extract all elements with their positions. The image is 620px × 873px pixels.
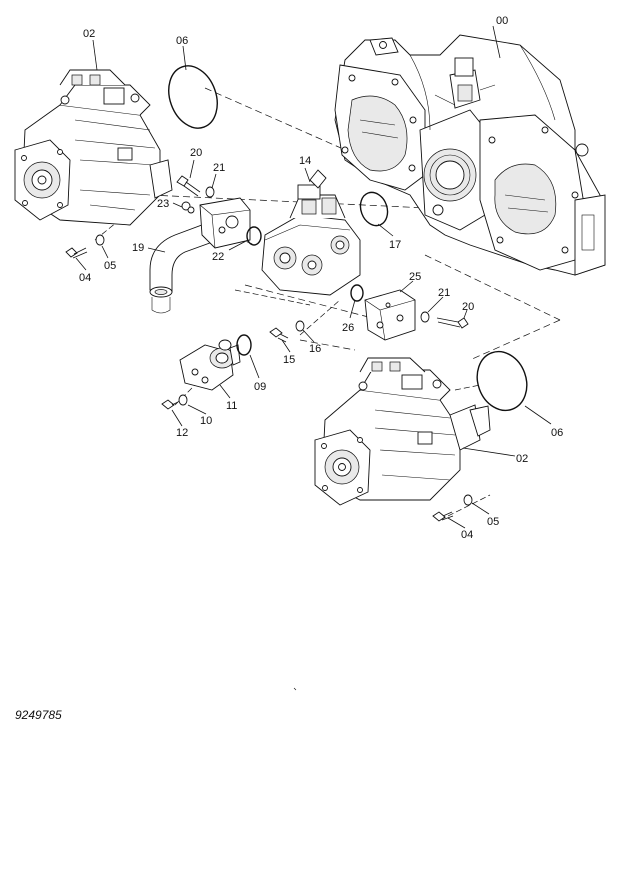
fasteners (65, 175, 473, 522)
part-labels: 00 02 06 20 21 23 19 22 14 17 25 26 21 2… (79, 15, 563, 541)
hydraulic-pump-upper (14, 69, 173, 226)
transmission-housing (334, 34, 606, 276)
o-ring-06-upper (168, 65, 218, 129)
label-22: 22 (212, 251, 224, 263)
label-17: 17 (389, 239, 401, 251)
label-06-lower: 06 (551, 427, 563, 439)
label-12: 12 (176, 427, 188, 439)
label-21-upper: 21 (213, 162, 225, 174)
label-00: 00 (496, 15, 508, 27)
gear-pump (179, 339, 241, 391)
label-11: 11 (226, 400, 237, 412)
label-02-upper: 02 (83, 28, 95, 40)
label-26: 26 (342, 322, 354, 334)
label-15: 15 (283, 354, 295, 366)
drawing-number: 9249785 (15, 708, 62, 722)
pipe-flange-block (199, 197, 251, 249)
label-19: 19 (132, 242, 144, 254)
label-02-lower: 02 (516, 453, 528, 465)
o-ring-26 (350, 284, 364, 302)
label-20-upper: 20 (190, 147, 202, 159)
label-20-lower: 20 (462, 301, 474, 313)
label-06-upper: 06 (176, 35, 188, 47)
connector-block (364, 289, 416, 341)
label-25: 25 (409, 271, 421, 283)
label-21-lower: 21 (438, 287, 450, 299)
label-05-upper: 05 (104, 260, 116, 272)
label-09: 09 (254, 381, 266, 393)
label-05-lower: 05 (487, 516, 499, 528)
label-23: 23 (157, 198, 169, 210)
o-ring-09 (236, 334, 252, 356)
label-04-lower: 04 (461, 529, 473, 541)
o-ring-17 (359, 191, 389, 227)
hydraulic-pump-lower (314, 357, 491, 506)
leader-lines (75, 25, 552, 529)
o-ring-06-lower (476, 350, 528, 412)
label-16: 16 (309, 343, 321, 355)
label-04-upper: 04 (79, 272, 91, 284)
label-14: 14 (299, 155, 311, 167)
label-10: 10 (200, 415, 212, 427)
valve-block (261, 169, 361, 296)
o-ring-22 (246, 226, 262, 246)
